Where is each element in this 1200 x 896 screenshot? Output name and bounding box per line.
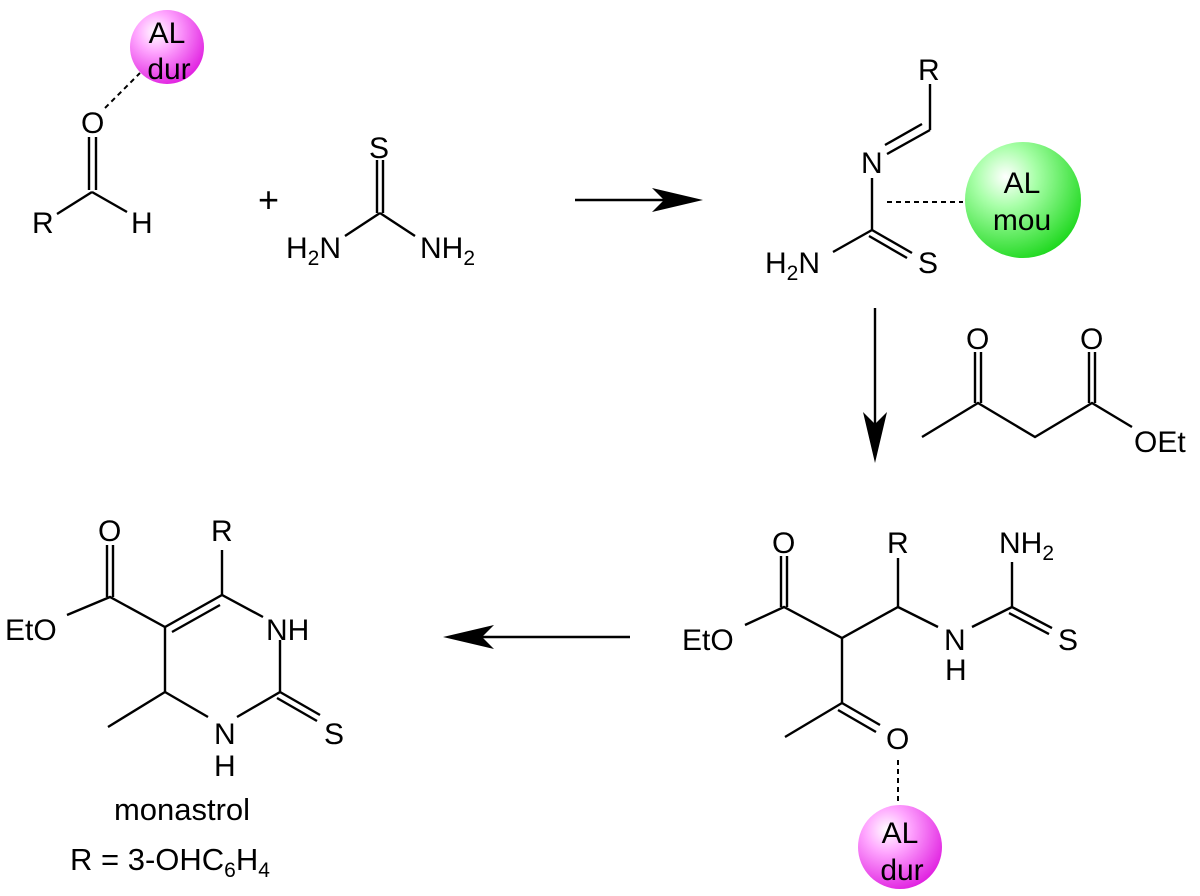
catalyst-label-line2: mou	[993, 204, 1051, 237]
product-r: R	[211, 515, 233, 548]
catalyst-label-line1: AL	[149, 17, 186, 50]
catalyst-ball-dur-top: AL dur	[130, 10, 204, 86]
thiourea: S H2N NH2	[286, 132, 475, 270]
reaction-arrow-1	[575, 188, 703, 212]
adduct-n: N	[944, 624, 966, 657]
imine-n-label: N	[861, 147, 883, 180]
adduct-ketone-o: O	[886, 723, 909, 756]
imine-r-label: R	[918, 54, 940, 87]
adduct-eto: EtO	[682, 624, 734, 657]
adduct-h: H	[945, 654, 967, 687]
catalyst-label-line1: AL	[1004, 167, 1041, 200]
imine-amine-label: H2N	[765, 247, 820, 285]
catalyst-label-line1: AL	[882, 817, 919, 850]
catalyst-label-line2: dur	[880, 854, 923, 887]
reaction-arrow-3	[443, 625, 630, 649]
catalyst-ball-dur-bottom: AL dur	[858, 805, 942, 889]
product-h: H	[214, 750, 236, 783]
thiourea-right-amine: NH2	[420, 232, 475, 270]
monastrol-product: O EtO R NH N H S monastrol R = 3-OHC6H4	[5, 515, 344, 882]
reaction-arrow-2	[863, 308, 887, 463]
r-group-definition: R = 3-OHC6H4	[70, 842, 270, 882]
aldehyde-h-label: H	[131, 207, 153, 240]
product-eto: EtO	[5, 614, 57, 647]
adduct-r: R	[887, 527, 909, 560]
eaa-ketone-o: O	[966, 323, 989, 356]
ethyl-acetoacetate: O O OEt	[921, 323, 1186, 459]
open-chain-adduct: O EtO R NH2 N H S O AL dur	[682, 527, 1078, 889]
imine-s-label: S	[918, 247, 938, 280]
catalyst-label-line2: dur	[147, 53, 190, 86]
thiourea-left-amine: H2N	[286, 232, 341, 270]
aldehyde-o-label: O	[81, 107, 104, 140]
aldehyde-r-label: R	[32, 207, 54, 240]
product-n: N	[214, 718, 236, 751]
product-nh: NH	[266, 614, 309, 647]
adduct-s: S	[1058, 624, 1078, 657]
thiourea-s-label: S	[369, 132, 389, 165]
imine-intermediate: R N H2N S AL mou	[765, 54, 1081, 285]
product-name: monastrol	[114, 792, 250, 827]
adduct-ester-o: O	[772, 527, 795, 560]
eaa-oet: OEt	[1134, 426, 1186, 459]
catalyst-ball-mou: AL mou	[965, 142, 1081, 258]
product-o: O	[98, 515, 121, 548]
product-s: S	[324, 718, 344, 751]
eaa-ester-o: O	[1080, 323, 1103, 356]
adduct-nh2: NH2	[999, 527, 1054, 565]
aldehyde: R H O AL dur	[32, 10, 204, 240]
plus-sign: +	[258, 179, 279, 220]
